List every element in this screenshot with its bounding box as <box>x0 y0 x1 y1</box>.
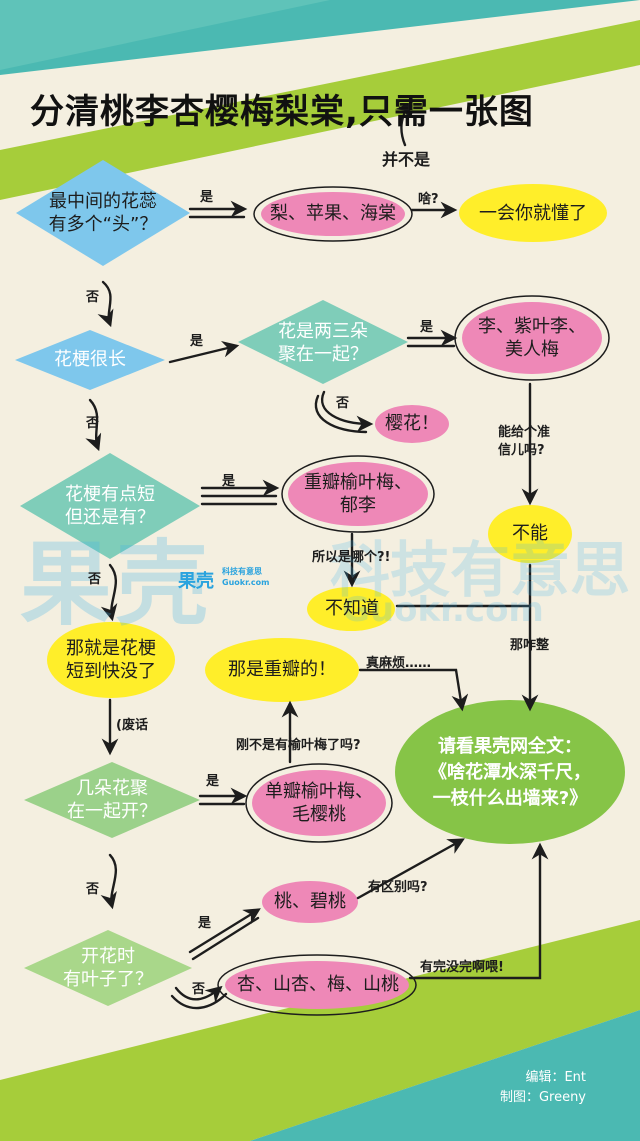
label-difference: 有区别吗? <box>368 880 428 895</box>
label-yes-5: 是 <box>206 774 220 789</box>
result-plum: 李、紫叶李、 美人梅 <box>478 315 586 360</box>
watermark-small-url: Guokr.com <box>222 578 270 587</box>
result-read-more: 请看果壳网全文： 《啥花潭水深千尺， 一枝什么出墙来?》 <box>429 735 591 810</box>
result-pear: 梨、苹果、海棠 <box>270 203 396 225</box>
q-almost-none: 那就是花梗 短到快没了 <box>66 637 156 682</box>
ellipse-read-more <box>395 700 625 844</box>
title-note: 并不是 <box>382 150 431 169</box>
result-later: 一会你就懂了 <box>479 203 587 225</box>
label-no-2: 否 <box>86 416 100 431</box>
watermark-small-slogan: 科技有意思 <box>222 567 262 576</box>
result-cherry: 樱花！ <box>385 413 439 435</box>
label-annoying: 真麻烦…… <box>366 656 432 671</box>
label-what-now: 那咋整 <box>510 638 550 653</box>
label-huh: 啥? <box>418 192 439 207</box>
oval-unknown <box>307 587 395 631</box>
watermark-slogan: 科技有意思 <box>330 536 630 606</box>
label-no-5: 否 <box>192 982 206 997</box>
label-which: 所以是哪个?! <box>312 550 391 565</box>
ellipse-pear <box>261 192 405 236</box>
label-yes-4: 是 <box>222 474 236 489</box>
result-peach: 桃、碧桃 <box>274 891 346 913</box>
q-stem-long: 花梗很长 <box>54 349 126 371</box>
label-nonsense: (废话 <box>116 718 148 733</box>
ellipse-cherry <box>375 405 449 443</box>
result-cannot: 不能 <box>512 523 548 545</box>
q-together: 几朵花聚 在一起开？ <box>67 777 157 822</box>
result-apricot: 杏、山杏、梅、山桃 <box>237 974 399 996</box>
oval-almost-none <box>47 622 175 698</box>
watermark-logo: 果壳 <box>20 531 213 638</box>
ellipse-single-mei <box>252 770 386 836</box>
diamond-stem-short <box>20 453 200 559</box>
ellipse-plum <box>462 302 602 374</box>
diamond-center-heads <box>16 160 190 266</box>
q-stem-short: 花梗有点短 但还是有？ <box>65 483 155 528</box>
label-just-said: 刚不是有榆叶梅了吗? <box>236 738 361 753</box>
label-yes-2: 是 <box>190 334 204 349</box>
ellipse-apricot <box>225 961 409 1009</box>
credit-editor: 编辑：Ent <box>525 1070 586 1085</box>
label-no-cherry: 否 <box>336 396 350 411</box>
label-yes-1: 是 <box>200 190 214 205</box>
diamond-together <box>24 762 200 838</box>
bottom-teal-band <box>250 1010 640 1141</box>
diamond-stem-long <box>15 330 165 390</box>
result-single-mei: 单瓣榆叶梅、 毛樱桃 <box>265 780 373 825</box>
result-double-petal: 那是重瓣的！ <box>228 659 336 681</box>
result-double-mei: 重瓣榆叶梅、 郁李 <box>304 471 412 516</box>
oval-later <box>459 184 607 242</box>
q-center-heads: 最中间的花蕊 有多个“头”？ <box>48 190 158 235</box>
watermark-small-logo: 果壳 <box>178 571 214 592</box>
result-unknown: 不知道 <box>325 598 379 620</box>
label-no-1: 否 <box>86 290 100 305</box>
bottom-lime-band <box>0 920 640 1141</box>
label-no-3: 否 <box>88 572 102 587</box>
label-yes-6: 是 <box>198 916 212 931</box>
watermark-url: Guokr.com <box>342 590 544 630</box>
q-cluster: 花是两三朵 聚在一起？ <box>278 320 368 365</box>
q-leaves: 开花时 有叶子了？ <box>63 945 153 990</box>
credit-illustrator: 制图：Greeny <box>499 1090 586 1105</box>
oval-cannot <box>488 505 572 563</box>
label-precise: 能给个准 信儿吗? <box>498 425 551 459</box>
oval-double-petal <box>205 638 359 702</box>
page-title: 分清桃李杏樱梅梨棠,只需一张图 <box>30 92 534 132</box>
diamond-leaves <box>24 930 192 1006</box>
diamond-cluster <box>238 300 408 384</box>
label-no-4: 否 <box>86 882 100 897</box>
ellipse-double-mei <box>288 462 428 526</box>
label-endless: 有完没完啊喂! <box>420 960 504 975</box>
top-teal-corner <box>0 0 330 70</box>
ellipse-peach <box>262 881 358 923</box>
label-yes-3: 是 <box>420 320 434 335</box>
top-lime-band <box>0 20 640 200</box>
